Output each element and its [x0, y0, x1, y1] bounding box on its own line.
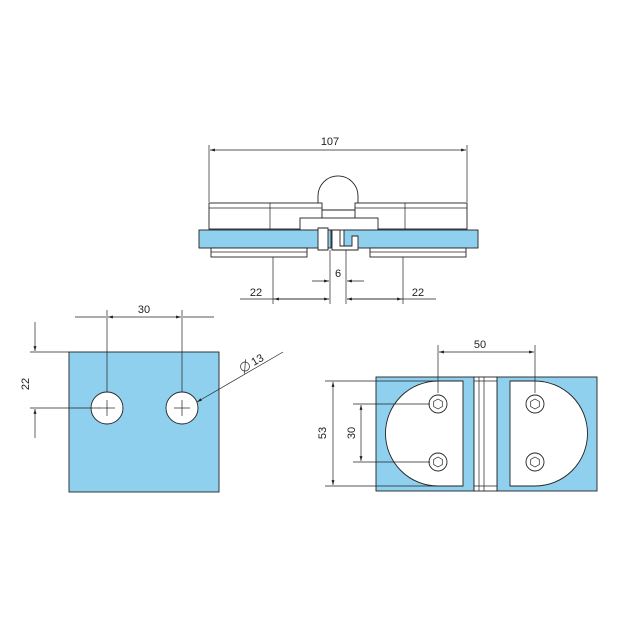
glass-panel-left — [198, 229, 332, 249]
center-pin-hook — [331, 229, 359, 251]
lower-clamp-left — [210, 247, 308, 258]
hinge-height-label: 53 — [317, 427, 329, 439]
center-connector — [299, 217, 379, 231]
overall-width-label: 107 — [321, 136, 339, 148]
glass-panel-right — [343, 229, 479, 249]
right-offset-label: 22 — [412, 287, 424, 299]
center-pin — [317, 227, 329, 251]
lower-clamp-right — [369, 247, 467, 258]
hinge-knuckle — [317, 175, 359, 211]
gap-label: 6 — [335, 268, 341, 280]
hinge-width-label: 50 — [474, 339, 486, 351]
plate-hole-spacing-label: 30 — [138, 304, 150, 316]
screw-bottom-left — [428, 452, 448, 472]
hinge-view: 50 53 30 — [317, 339, 598, 492]
left-offset-label: 22 — [250, 287, 262, 299]
plate-edge-distance-label: 22 — [20, 378, 32, 390]
glass-plate — [68, 351, 220, 493]
diameter-symbol — [240, 361, 250, 372]
screw-bottom-right — [525, 452, 545, 472]
plate-hole-diameter-label: 13 — [249, 352, 266, 369]
screw-top-right — [525, 394, 545, 414]
top-view: 107 6 22 — [198, 136, 479, 304]
hinge-hole-spacing-label: 30 — [346, 427, 358, 439]
screw-top-left — [428, 394, 448, 414]
plate-view: 30 22 13 — [20, 304, 284, 493]
hinge-center-body — [473, 376, 498, 492]
